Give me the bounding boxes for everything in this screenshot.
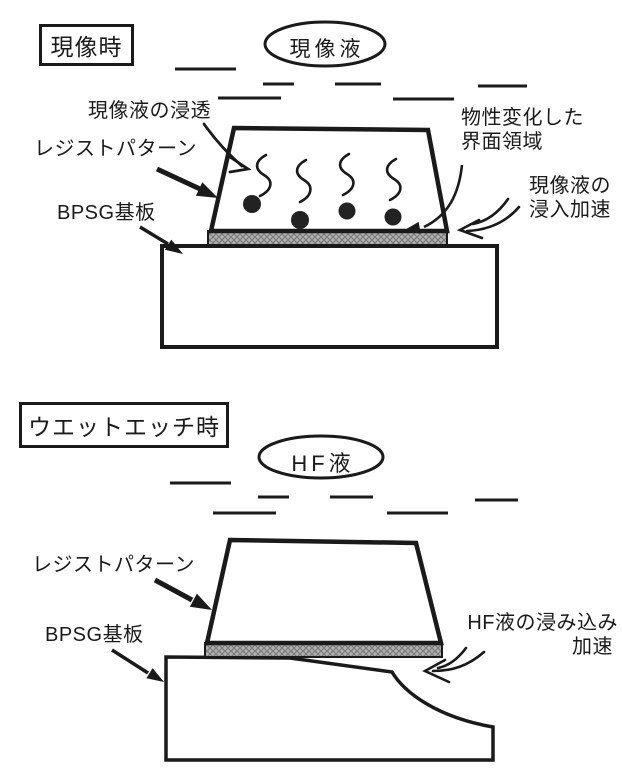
resist-arrow-top <box>155 166 218 198</box>
hf-liquid-label: HF液 <box>291 451 355 476</box>
wet-etch-diagram <box>111 434 518 762</box>
substrate-arrow-top <box>139 225 183 254</box>
hf-accel-arrow <box>422 646 486 684</box>
resist-label-bottom: レジストパターン <box>32 554 195 576</box>
substrate-label-top: BPSG基板 <box>57 202 156 224</box>
resist-trapezoid-bottom <box>204 537 444 646</box>
accel-penetration-line2: 浸入加速 <box>529 198 611 221</box>
penetration-squiggles <box>255 152 402 204</box>
interface-label-line2: 界面領域 <box>461 130 543 153</box>
hf-liquid-dashes <box>170 481 518 515</box>
interface-label: 物性変化した 界面領域 <box>461 107 584 154</box>
wet-etch-title-box: ウエットエッチ時 <box>19 402 229 448</box>
accel-penetration-arrow <box>456 197 521 240</box>
wet-etch-title: ウエットエッチ時 <box>28 414 220 440</box>
substrate-shape-bottom <box>164 655 495 762</box>
hf-accel-line1: HF液の浸み込み <box>467 612 618 634</box>
hf-accel-label: HF液の浸み込み 加速 <box>444 612 618 659</box>
developer-liquid-label: 現像液 <box>289 38 365 61</box>
development-title-box: 現像時 <box>39 24 134 66</box>
accel-penetration-label: 現像液の 浸入加速 <box>518 175 622 222</box>
penetration-label: 現像液の浸透 <box>88 100 211 122</box>
substrate-arrow-bottom <box>111 648 164 682</box>
resist-trapezoid-top <box>208 125 450 234</box>
development-title: 現像時 <box>50 34 123 60</box>
developer-droplets <box>243 195 402 229</box>
penetration-arrow <box>202 122 252 174</box>
hf-liquid-ellipse <box>257 434 385 480</box>
substrate-label-bottom: BPSG基板 <box>45 624 144 646</box>
interface-arrow <box>403 164 464 234</box>
hf-accel-line2: 加速 <box>572 635 613 658</box>
accel-penetration-line1: 現像液の <box>529 175 611 197</box>
resist-label-top: レジストパターン <box>34 138 197 160</box>
developer-liquid-ellipse <box>263 20 387 68</box>
development-diagram <box>139 20 527 349</box>
developer-liquid-dashes <box>175 67 527 101</box>
substrate-rect-top <box>160 244 499 349</box>
resist-arrow-bottom <box>153 577 212 610</box>
interface-label-line1: 物性変化した <box>461 107 584 129</box>
